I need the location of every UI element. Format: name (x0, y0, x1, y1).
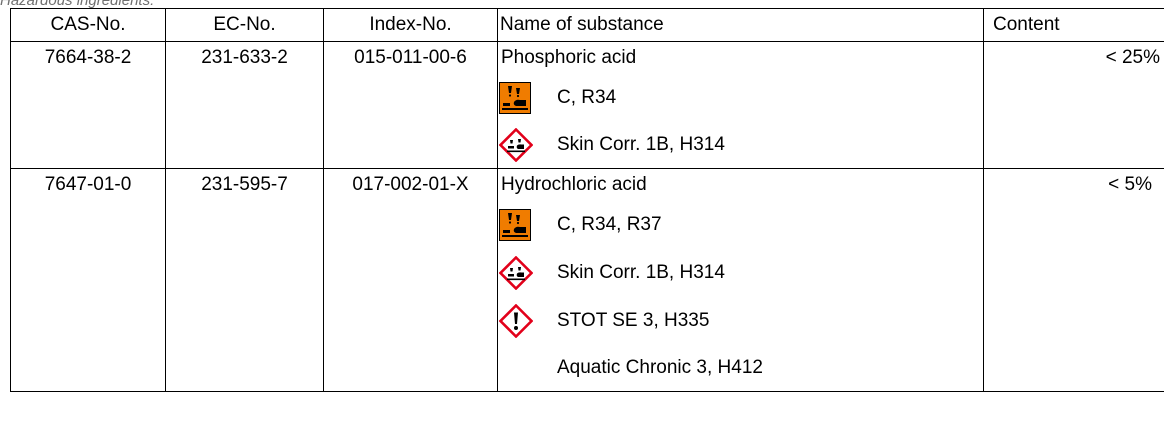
hazard-classification: Skin Corr. 1B, H314 (557, 262, 725, 283)
hazard-line: C, R34, R37 (498, 201, 983, 249)
hazard-classification: Aquatic Chronic 3, H412 (557, 357, 763, 378)
hazard-line: Skin Corr. 1B, H314 (498, 249, 983, 297)
header-index-no: Index-No. (323, 8, 498, 42)
header-substance-name: Name of substance (497, 8, 984, 42)
hazard-line: C, R34 (498, 74, 983, 122)
cas-number: 7647-01-0 (10, 168, 166, 392)
index-number: 015-011-00-6 (323, 41, 498, 169)
content-value: < 25% (983, 41, 1164, 169)
cas-number: 7664-38-2 (10, 41, 166, 169)
substance-cell: Phosphoric acid (497, 41, 984, 169)
table-row: 7664-38-2 231-633-2 015-011-00-6 Phospho… (10, 41, 1164, 169)
substance-cell: Hydrochloric acid (497, 168, 984, 392)
hazard-line: Skin Corr. 1B, H314 (498, 122, 983, 168)
hazard-line: Aquatic Chronic 3, H412 (498, 345, 983, 391)
hazard-classification: C, R34, R37 (557, 214, 662, 235)
header-cas-no: CAS-No. (10, 8, 166, 42)
ghs-exclamation-icon (499, 304, 547, 338)
hazardous-ingredients-table: CAS-No. EC-No. Index-No. Name of substan… (10, 8, 1164, 392)
table-row: 7647-01-0 231-595-7 017-002-01-X Hydroch… (10, 168, 1164, 392)
header-ec-no: EC-No. (165, 8, 324, 42)
ghs-corrosion-icon (499, 128, 547, 162)
hazard-classification: STOT SE 3, H335 (557, 310, 710, 331)
index-number: 017-002-01-X (323, 168, 498, 392)
hazard-line: STOT SE 3, H335 (498, 297, 983, 345)
substance-name: Phosphoric acid (501, 47, 637, 68)
corrosive-orange-icon (499, 81, 547, 115)
header-content: Content (983, 8, 1164, 42)
ec-number: 231-633-2 (165, 41, 324, 169)
section-caption: Hazardous ingredients: (0, 0, 154, 8)
ghs-corrosion-icon (499, 256, 547, 290)
substance-name: Hydrochloric acid (501, 174, 647, 195)
table-header-row: CAS-No. EC-No. Index-No. Name of substan… (10, 8, 1164, 42)
content-value: < 5% (983, 168, 1164, 392)
ec-number: 231-595-7 (165, 168, 324, 392)
hazard-classification: Skin Corr. 1B, H314 (557, 134, 725, 155)
corrosive-orange-icon (499, 208, 547, 242)
hazard-classification: C, R34 (557, 87, 617, 108)
